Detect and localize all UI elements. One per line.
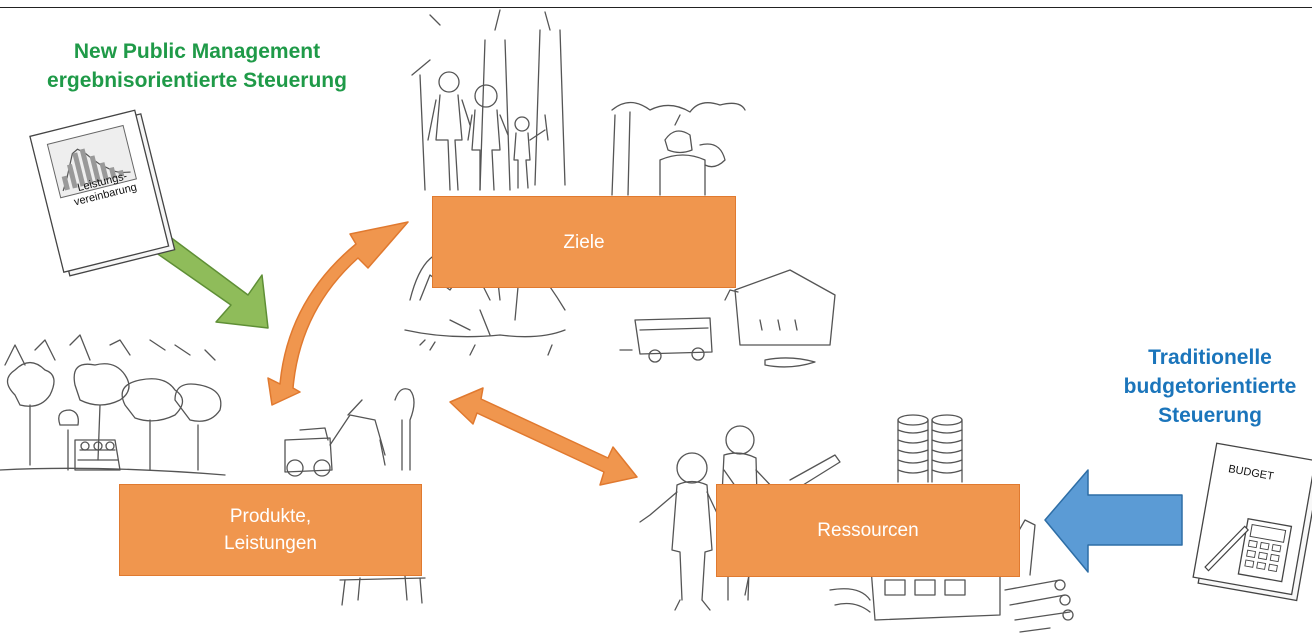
- forest-sketch: [0, 334, 226, 476]
- family-trees-sketch: [411, 9, 566, 191]
- top-divider-line: [0, 7, 1312, 8]
- ziele-label: Ziele: [563, 231, 605, 253]
- straight-double-arrow: [449, 387, 638, 486]
- traditional-heading: Traditionelle budgetorientierte Steuerun…: [1108, 343, 1312, 430]
- budget-blue-arrow: [1044, 469, 1183, 573]
- produkte-label-line1: Produkte,: [229, 506, 312, 527]
- traditional-heading-line3: Steuerung: [1158, 404, 1262, 427]
- traditional-heading-line2: budgetorientierte: [1123, 375, 1297, 398]
- ressourcen-label: Ressourcen: [817, 520, 919, 541]
- traditional-heading-line1: Traditionelle: [1148, 346, 1272, 369]
- produkte-leistungen-box: Produkte, Leistungen: [119, 484, 422, 576]
- coins-sketch: [897, 414, 963, 483]
- curved-double-arrow: [267, 221, 409, 406]
- ressourcen-box: Ressourcen: [716, 484, 1020, 577]
- produkte-label-line2: Leistungen: [224, 533, 317, 554]
- leistungsvereinbarung-document-icon: [29, 109, 176, 277]
- npm-heading-line1: New Public Management: [73, 40, 321, 63]
- npm-heading: New Public Management ergebnisorientiert…: [12, 37, 382, 95]
- npm-heading-line2: ergebnisorientierte Steuerung: [47, 69, 347, 92]
- produkte-label: Produkte, Leistungen: [224, 503, 317, 557]
- ziele-box: Ziele: [432, 196, 736, 288]
- truck-house-sketch: [619, 269, 836, 368]
- bird-stump-sketch: [611, 101, 746, 196]
- budget-document-icon: [1192, 442, 1312, 602]
- forestry-machine-sketch: [284, 388, 415, 477]
